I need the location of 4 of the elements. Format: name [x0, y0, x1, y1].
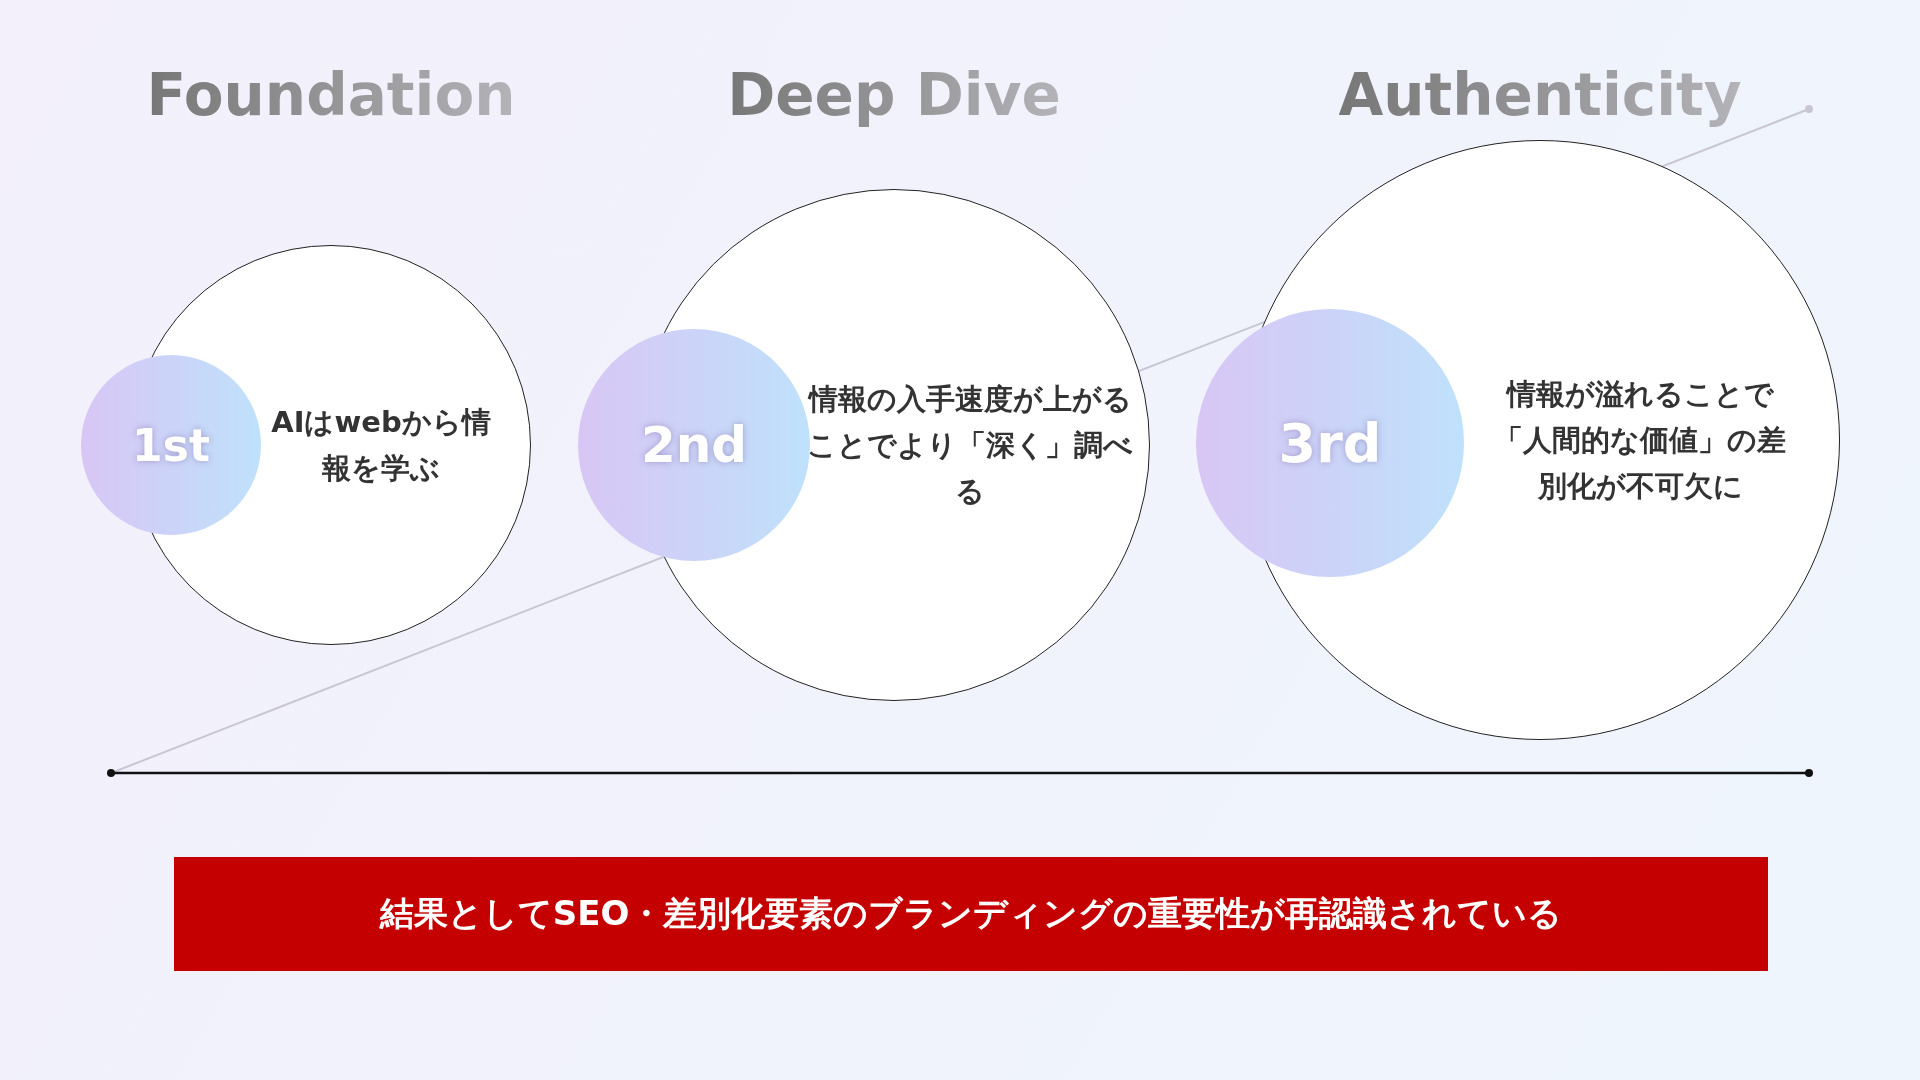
- stage-description: AIはwebから情報を学ぶ: [270, 404, 492, 487]
- conclusion-banner: 結果としてSEO・差別化要素のブランディングの重要性が再認識されている: [174, 857, 1768, 971]
- step-badge: 1st: [81, 355, 261, 535]
- stage-description: 情報が溢れることで「人間的な価値」の差別化が不可欠に: [1493, 376, 1787, 505]
